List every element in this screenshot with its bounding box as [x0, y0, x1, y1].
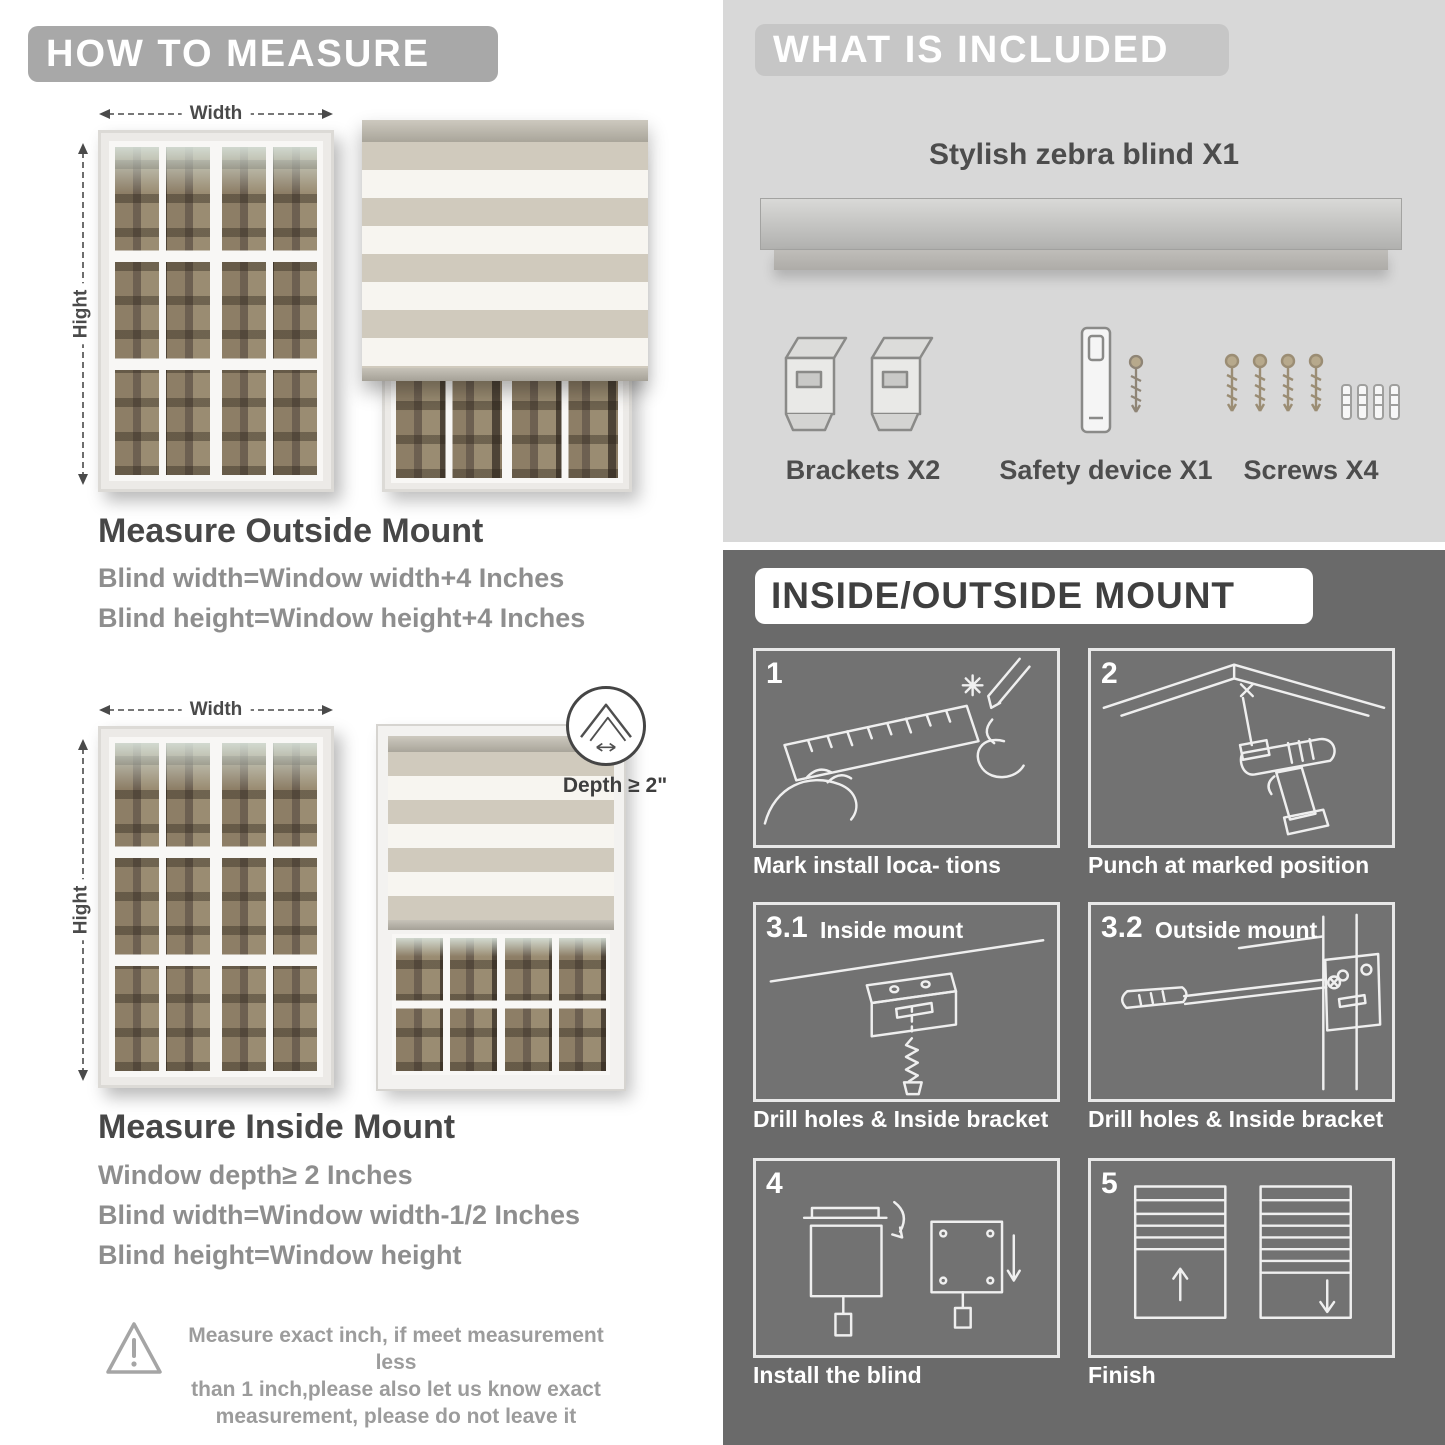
safety-device-icon [1080, 326, 1144, 434]
headrail-graphic [760, 198, 1402, 250]
window-sash [216, 141, 323, 481]
step-number: 1 [766, 657, 783, 690]
step-title: Outside mount [1155, 917, 1318, 943]
item-label-screws: Screws X4 [1243, 455, 1379, 485]
outside-mount-line: Blind width=Window width+4 Inches [98, 563, 565, 593]
step-1-illustration [763, 657, 1031, 825]
height-arrow: Hight [70, 738, 94, 1082]
step-panel-1: 1 [753, 648, 1060, 848]
step-panel-5: 5 [1088, 1158, 1395, 1358]
width-arrow-icon [99, 109, 333, 119]
what-is-included-header: WHAT IS INCLUDED [755, 24, 1229, 76]
step-title: Inside mount [820, 917, 964, 943]
window-sash [501, 934, 610, 1075]
warning-line: measurement, please do not leave it [215, 1405, 577, 1428]
depth-zoom-circle [566, 686, 646, 766]
inside-mount-heading: Measure Inside Mount [98, 1108, 456, 1146]
zebra-blind [362, 120, 648, 381]
blind-stripes [362, 142, 648, 368]
step-2-illustration [1102, 663, 1386, 836]
inside-outside-mount-header: INSIDE/OUTSIDE MOUNT [755, 568, 1313, 624]
step-panel-3-1: 3.1 Inside mount [753, 902, 1060, 1102]
step-number: 3.1 [766, 911, 808, 944]
step-number: 3.2 [1101, 911, 1143, 944]
step-5-illustration [1133, 1185, 1352, 1319]
warning-line: Measure exact inch, if meet measurement … [188, 1324, 604, 1374]
window-frame [376, 724, 626, 1091]
window-illustration-outside [98, 130, 334, 492]
headrail-lip-graphic [774, 250, 1388, 270]
step-caption: Drill holes & Inside bracket [1088, 1106, 1384, 1132]
step-panel-4: 4 [753, 1158, 1060, 1358]
item-label-brackets: Brackets X2 [785, 455, 941, 485]
what-is-included-section: WHAT IS INCLUDED Stylish zebra blind X1 [723, 0, 1445, 542]
outside-mount-line: Blind height=Window height+4 Inches [98, 603, 586, 633]
width-arrow-icon [99, 705, 333, 715]
step-panel-3-2: 3.2 Outside mount [1088, 902, 1395, 1102]
inside-mount-line: Blind width=Window width-1/2 Inches [98, 1200, 581, 1230]
step-4-illustration [802, 1200, 1021, 1337]
window-behind-blind [388, 930, 614, 1079]
window-sash [109, 141, 216, 481]
brackets-icon [784, 336, 934, 432]
step-caption: Mark install loca- tions [753, 852, 1001, 878]
width-arrow: Width [98, 103, 334, 125]
zebra-blind-illustration-outside [362, 120, 648, 492]
zebra-blind-illustration-inside [376, 724, 626, 1091]
blind-stripes [388, 752, 614, 920]
step-number: 5 [1101, 1167, 1118, 1200]
blind-headrail [362, 120, 648, 142]
step-number: 2 [1101, 657, 1118, 690]
height-label: Hight [70, 283, 93, 345]
blind-headrail [388, 736, 614, 752]
mount-steps-section: INSIDE/OUTSIDE MOUNT 1 Mark install loca… [723, 550, 1445, 1445]
warning-text: Measure exact inch, if meet measurement … [170, 1322, 622, 1430]
inside-mount-line: Window depth≥ 2 Inches [98, 1160, 413, 1190]
width-label: Width [181, 699, 251, 721]
window-sash [216, 737, 323, 1077]
step-panel-2: 2 [1088, 648, 1395, 848]
step-caption: Punch at marked position [1088, 852, 1370, 878]
depth-zoom-icon [580, 703, 632, 752]
step-3-2-illustration [1120, 913, 1382, 1091]
product-label: Stylish zebra blind X1 [928, 138, 1240, 171]
screws-icon [1224, 353, 1400, 420]
step-number: 4 [766, 1167, 783, 1200]
height-label: Hight [70, 879, 93, 941]
item-label-safety-device: Safety device X1 [999, 455, 1213, 485]
step-caption: Drill holes & Inside bracket [753, 1106, 1049, 1132]
width-arrow: Width [98, 699, 334, 721]
outside-mount-heading: Measure Outside Mount [98, 512, 484, 550]
window-sash [392, 934, 501, 1075]
window-illustration-inside [98, 726, 334, 1088]
width-label: Width [181, 103, 251, 125]
height-arrow: Hight [70, 142, 94, 486]
blind-bottomrail [388, 920, 614, 930]
warning-line: than 1 inch,please also let us know exac… [191, 1378, 601, 1401]
inside-mount-line: Blind height=Window height [98, 1240, 462, 1270]
warning-triangle-icon [106, 1322, 162, 1374]
step-3-1-illustration [769, 939, 1045, 1096]
step-caption: Finish [1088, 1362, 1156, 1388]
how-to-measure-header: HOW TO MEASURE [28, 26, 498, 82]
depth-label: Depth ≥ 2" [562, 774, 668, 797]
blind-bottomrail [362, 368, 648, 381]
window-sash [109, 737, 216, 1077]
step-caption: Install the blind [753, 1362, 922, 1388]
